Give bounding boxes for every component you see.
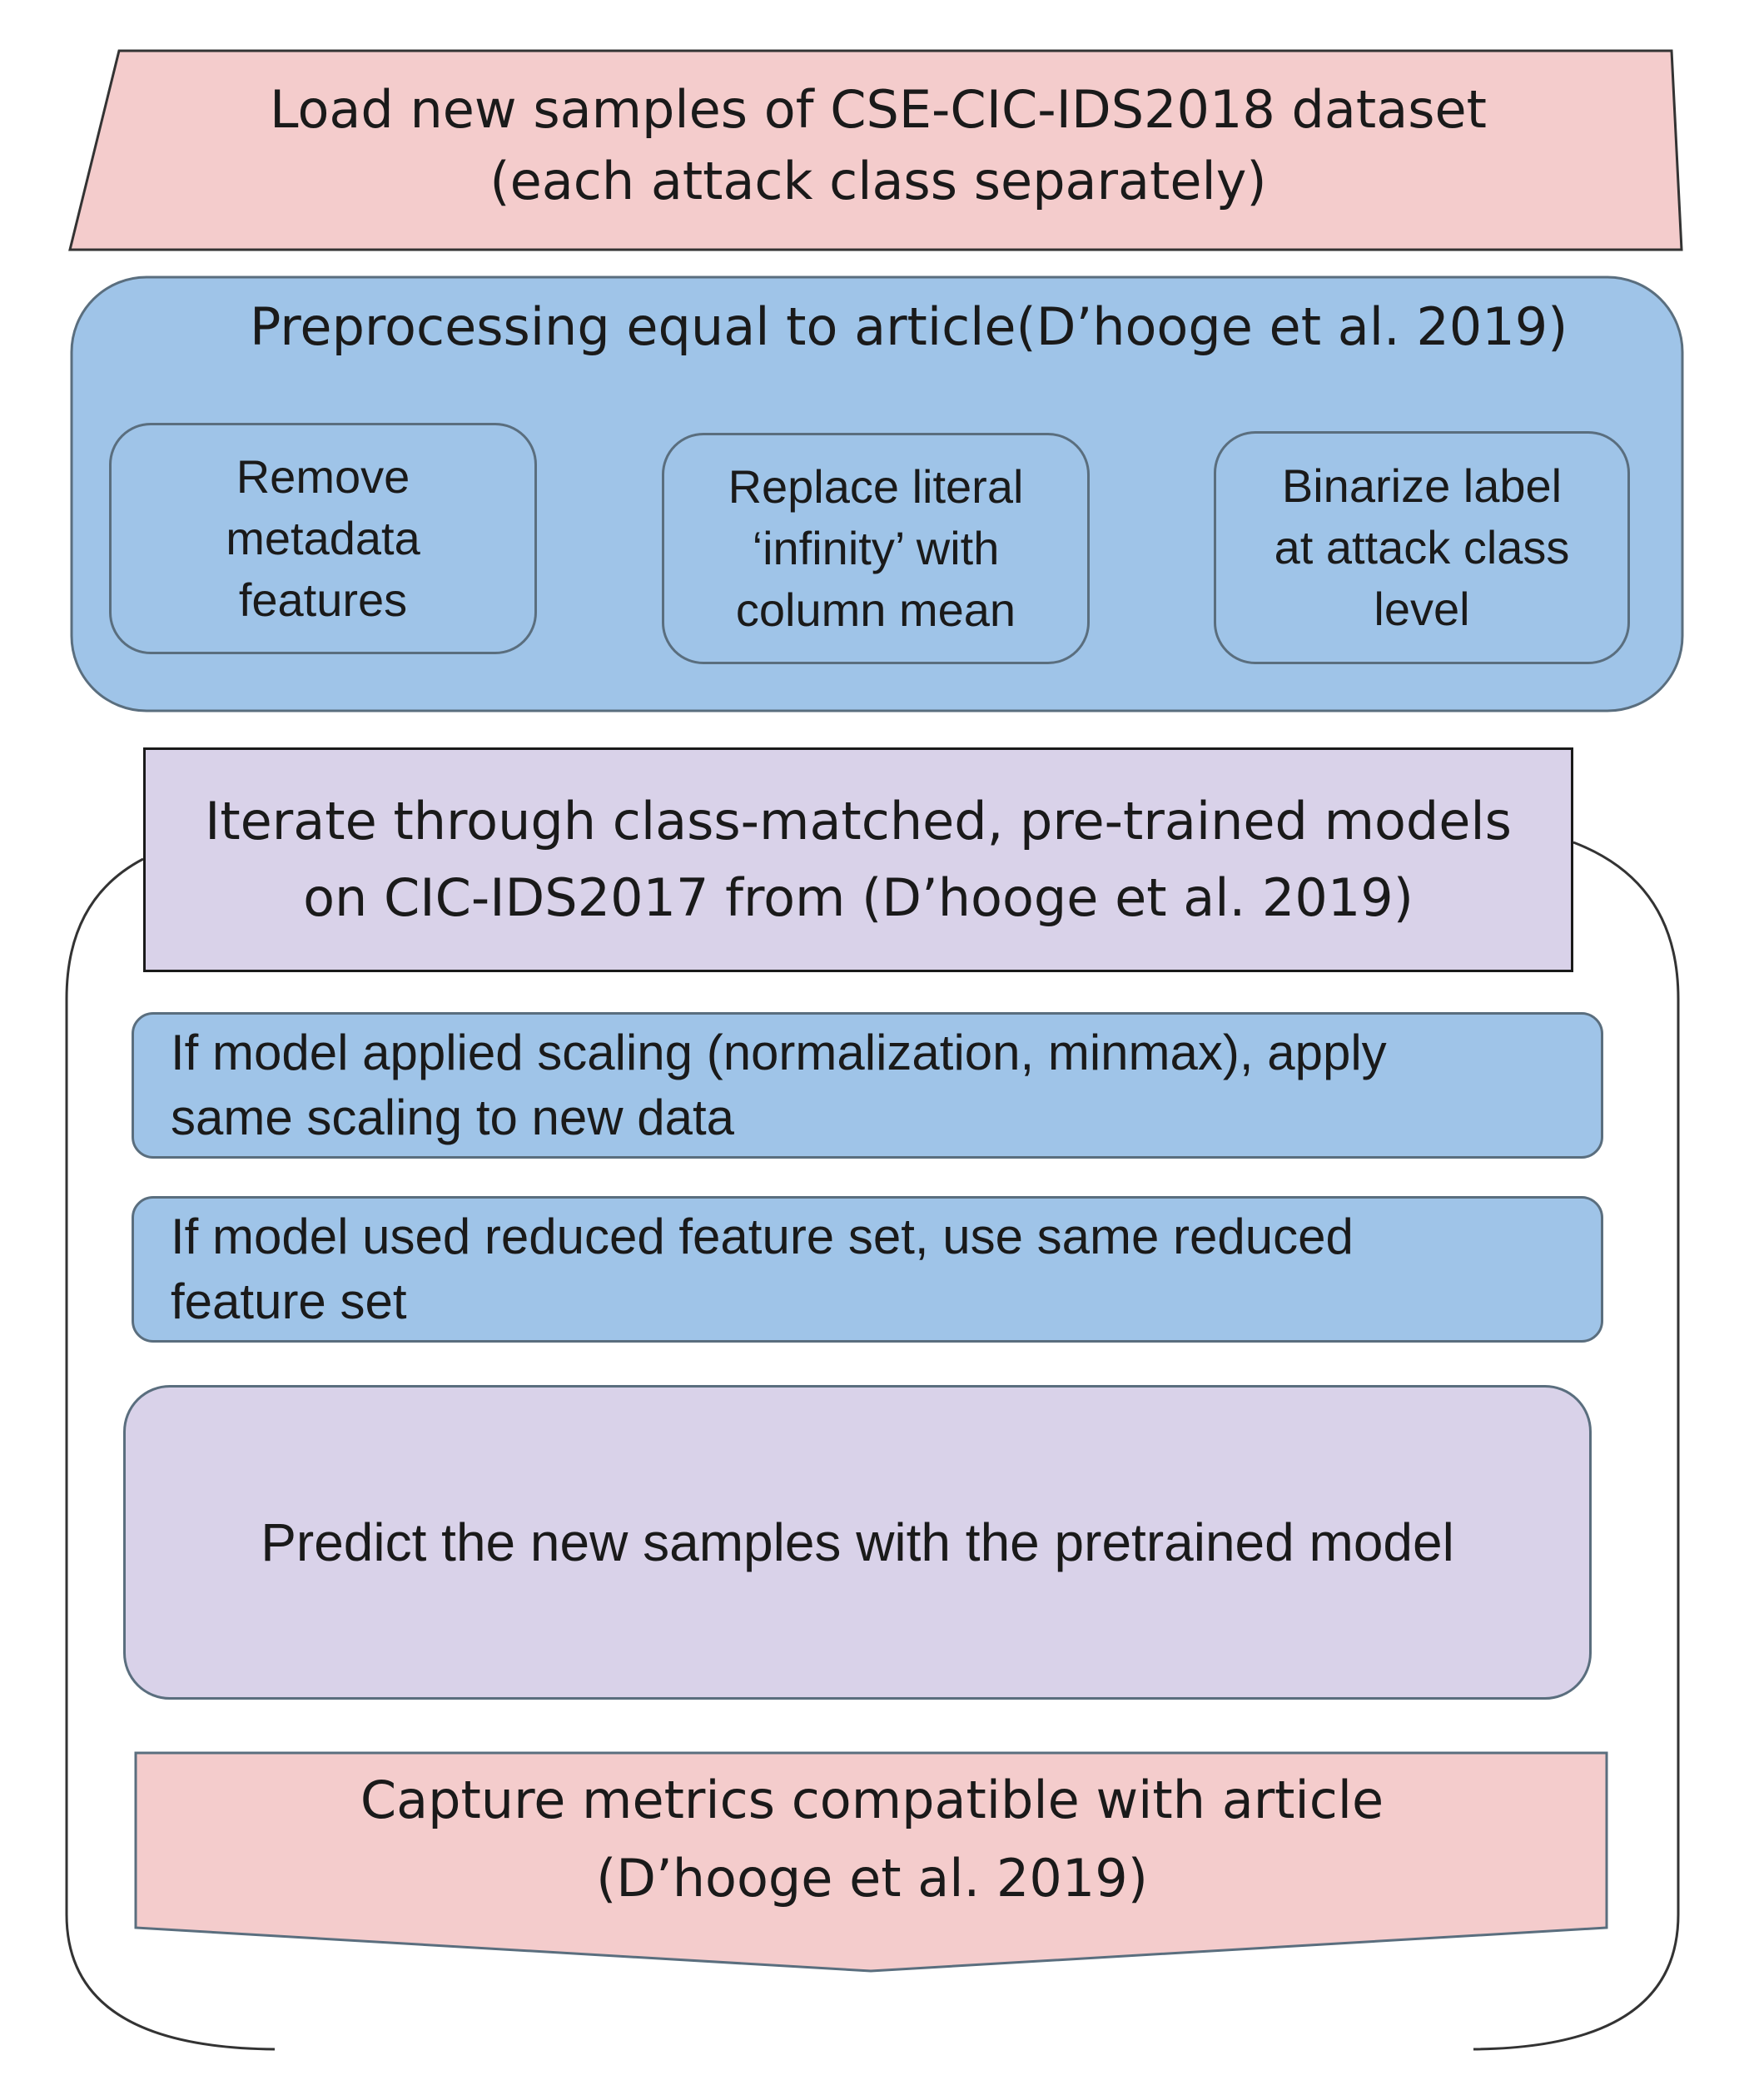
capture-step-shape [134, 1751, 1608, 1973]
remove-metadata-line-3: features [238, 573, 408, 626]
iterate-models-step: Iterate through class-matched, pre-train… [143, 747, 1573, 972]
binarize-label-line-2: at attack class [1274, 521, 1570, 573]
predict-line: Predict the new samples with the pretrai… [261, 1512, 1454, 1572]
replace-infinity-line-2: ‘infinity’ with [752, 522, 1000, 574]
predict-step: Predict the new samples with the pretrai… [123, 1385, 1592, 1700]
remove-metadata-line-2: metadata [226, 512, 420, 564]
scaling-line-2: same scaling to new data [171, 1090, 735, 1145]
feature-set-line-1: If model used reduced feature set, use s… [171, 1209, 1354, 1264]
binarize-label-line-3: level [1374, 583, 1470, 635]
replace-infinity-line-1: Replace literal [728, 460, 1024, 513]
capture-line-1: Capture metrics compatible with article [360, 1770, 1384, 1830]
loop-bracket [65, 841, 1680, 2051]
feature-set-line-2: feature set [171, 1273, 407, 1329]
remove-metadata-step: Remove metadata features [109, 423, 537, 654]
load-step-line-1: Load new samples of CSE-CIC-IDS2018 data… [270, 79, 1487, 140]
replace-infinity-step: Replace literal ‘infinity’ with column m… [662, 433, 1090, 664]
feature-set-step: If model used reduced feature set, use s… [132, 1196, 1603, 1343]
scaling-line-1: If model applied scaling (normalization,… [171, 1025, 1387, 1080]
load-step-shape [68, 49, 1683, 251]
load-step-line-2: (each attack class separately) [489, 151, 1267, 211]
binarize-label-step: Binarize label at attack class level [1214, 431, 1630, 664]
remove-metadata-line-1: Remove [236, 450, 410, 503]
preprocessing-title: Preprocessing equal to article(D’hooge e… [250, 296, 1568, 357]
load-step: Load new samples of CSE-CIC-IDS2018 data… [75, 58, 1682, 233]
binarize-label-line-1: Binarize label [1281, 459, 1563, 512]
scaling-step: If model applied scaling (normalization,… [132, 1012, 1603, 1159]
iterate-line-2: on CIC-IDS2017 from (D’hooge et al. 2019… [303, 867, 1414, 928]
iterate-line-1: Iterate through class-matched, pre-train… [205, 791, 1512, 851]
capture-metrics-step: Capture metrics compatible with article … [137, 1756, 1607, 1923]
replace-infinity-line-3: column mean [735, 583, 1016, 636]
capture-line-2: (D’hooge et al. 2019) [596, 1848, 1148, 1909]
